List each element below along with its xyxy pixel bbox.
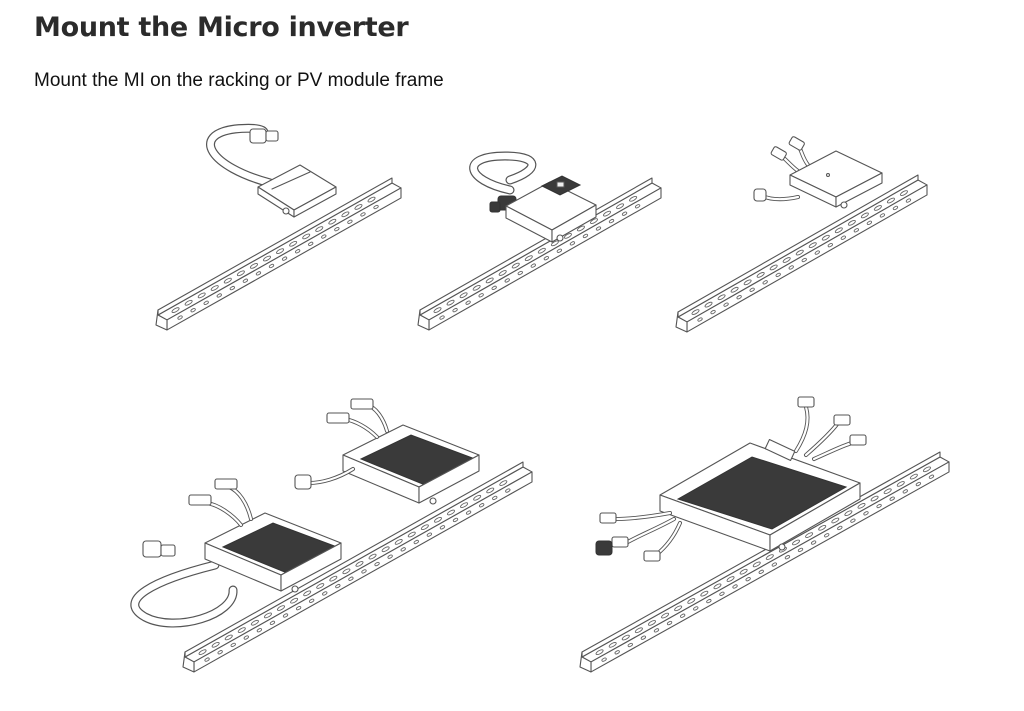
figure-micro-inverter-mount-5 [570,395,950,673]
micro-inverter-mount-diagram-4 [130,398,533,673]
mounting-rail [182,461,533,673]
figure-micro-inverter-mount-2 [410,150,662,331]
figure-micro-inverter-mount-3 [668,135,928,333]
micro-inverter-mount-diagram-3 [675,136,928,333]
micro-inverter-mount-diagram-5 [579,396,950,673]
page-subtitle: Mount the MI on the racking or PV module… [34,70,444,91]
micro-inverter-mount-diagram-1 [155,123,402,331]
figure-micro-inverter-mount-1 [150,115,402,331]
figure-micro-inverter-mount-4 [115,395,535,675]
mounting-rail [675,174,928,333]
page-title: Mount the Micro inverter [34,12,409,43]
micro-inverter-mount-diagram-2 [417,151,662,331]
mounting-rail [155,177,402,331]
